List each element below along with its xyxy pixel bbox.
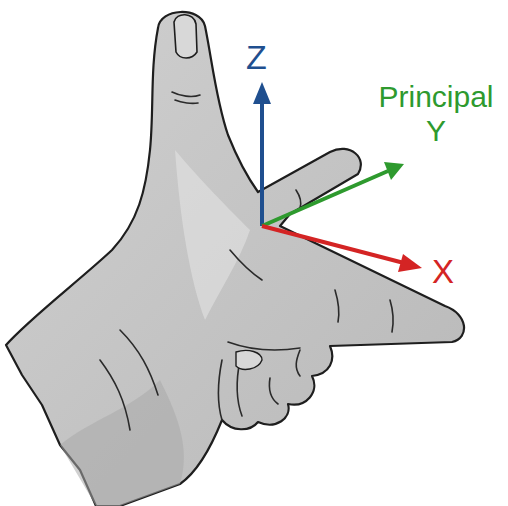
axis-label: X (432, 254, 472, 291)
z-arrowhead (253, 82, 271, 104)
axis-label: Z (246, 38, 286, 76)
y-arrowhead (384, 162, 404, 180)
thumbnail (174, 15, 197, 58)
creases (100, 92, 393, 430)
curled-nail (236, 350, 262, 369)
y-axis (262, 171, 388, 226)
x-axis (262, 226, 404, 263)
z-axis (260, 100, 264, 226)
x-arrowhead (398, 254, 422, 272)
axis-label: Principal Y (370, 80, 502, 147)
palm-shading (175, 150, 250, 320)
